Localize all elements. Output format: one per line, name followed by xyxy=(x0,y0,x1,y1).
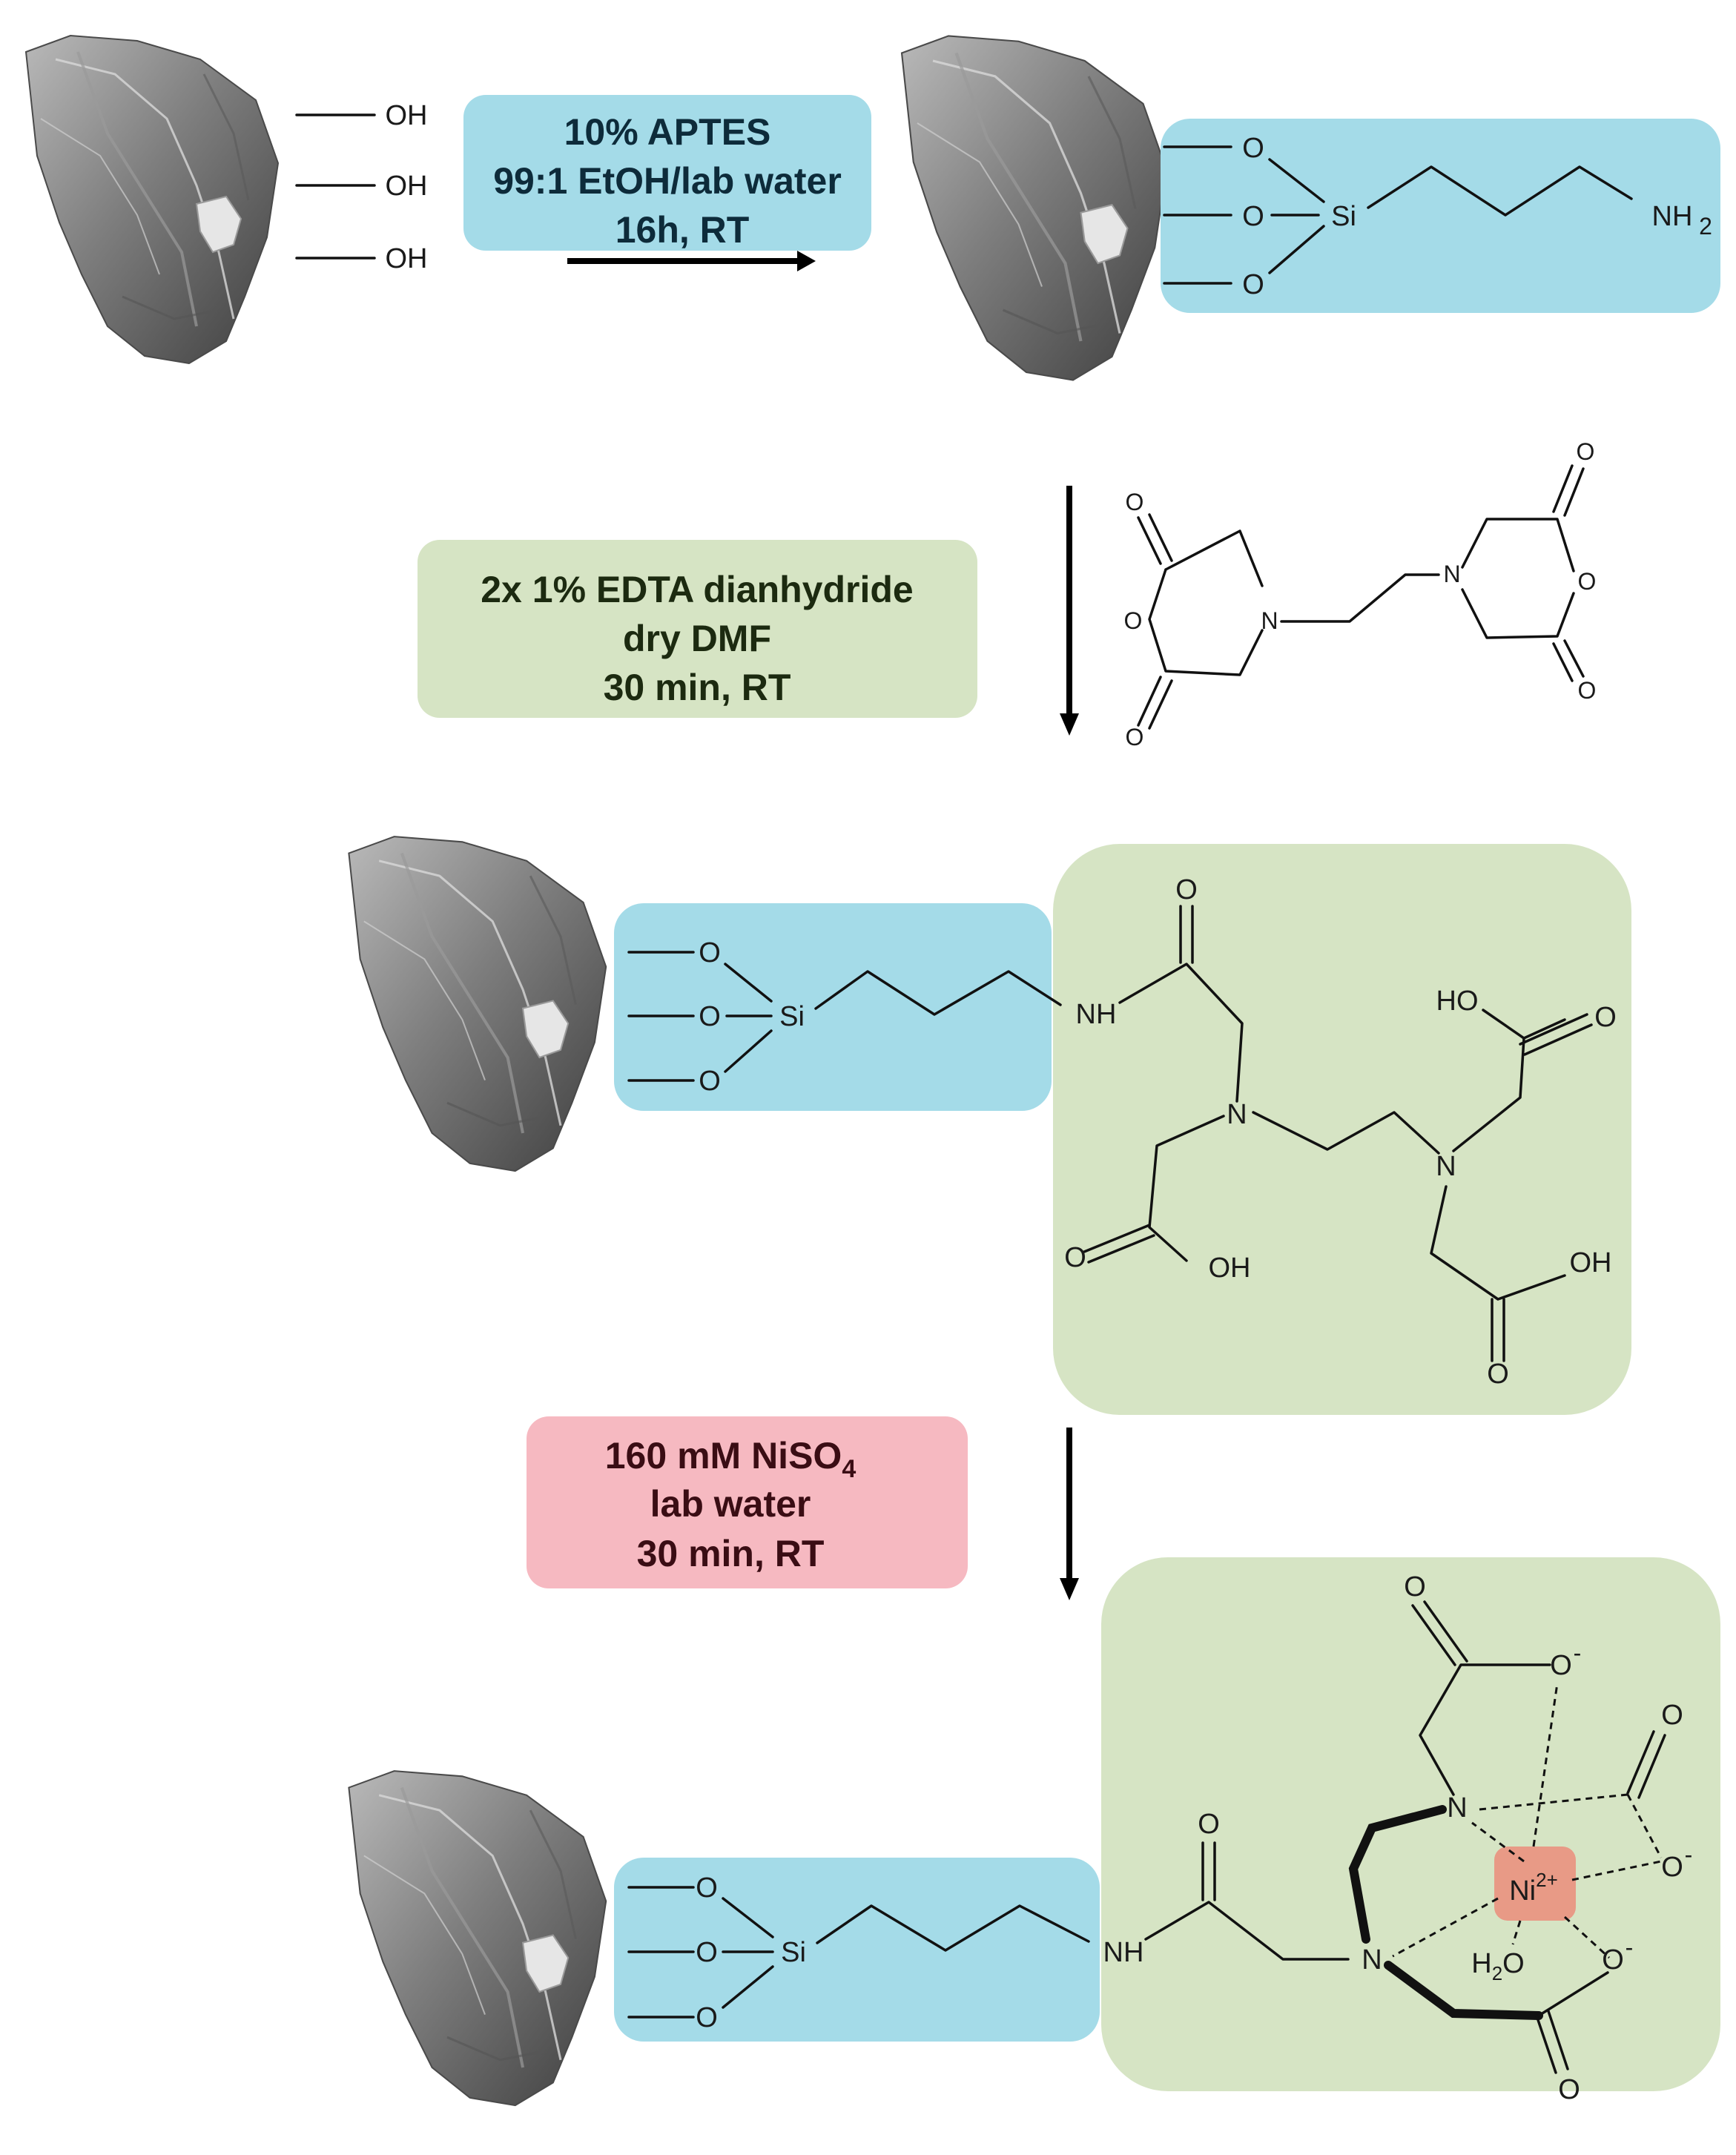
step-2-line-1: 2x 1% EDTA dianhydride xyxy=(481,569,913,610)
aptes-si: Si xyxy=(1331,201,1356,232)
chelate-chain-o-1: O xyxy=(696,1872,718,1904)
chelate-acetate-charge-3: - xyxy=(1626,1934,1634,1961)
step-3-line-2: lab water xyxy=(650,1483,811,1525)
chelate-n-lower: N xyxy=(1362,1944,1382,1976)
edta-chain-si: Si xyxy=(779,1001,805,1032)
chelate-acetate-charge-1: - xyxy=(1574,1640,1582,1666)
chelate-chain-o-2: O xyxy=(696,1937,718,1968)
edta-acid-o-3: O xyxy=(1487,1359,1509,1390)
edta-n-b: N xyxy=(1436,1151,1456,1182)
chelate-acetate-charge-2: - xyxy=(1685,1841,1693,1868)
hydroxyl-label-1: OH xyxy=(386,100,428,131)
ni-water: H2O xyxy=(1471,1948,1524,1984)
edta-o-4: O xyxy=(1577,438,1595,465)
aptes-structure: O O O Si NH 2 xyxy=(1163,133,1712,300)
edta-o-3: O xyxy=(1126,724,1144,750)
step-1-arrowhead xyxy=(797,251,816,271)
chelate-amide-o: O xyxy=(1198,1809,1220,1840)
chelate-amide: NH xyxy=(1103,1937,1144,1968)
step-3-arrow xyxy=(1060,1428,1079,1600)
chelate-acetate-om-1: O xyxy=(1550,1650,1572,1681)
edta-o-1: O xyxy=(1126,489,1144,515)
edta-amide: NH xyxy=(1076,999,1117,1030)
aptes-edta-structure: O O O Si NH O N O OH N O HO O OH xyxy=(627,874,1617,1390)
step-2-conditions: 2x 1% EDTA dianhydride dry DMF 30 min, R… xyxy=(418,540,977,718)
chelate-acetate-om-3: O xyxy=(1602,1944,1624,1976)
edta-n-a: N xyxy=(1227,1099,1247,1130)
chelate-acetate-o-1: O xyxy=(1404,1571,1426,1603)
chelate-n-upper: N xyxy=(1447,1792,1467,1824)
ni-ion-highlight xyxy=(1494,1847,1576,1921)
step-3-line-1-text: 160 mM NiSO xyxy=(605,1435,842,1476)
step-2-line-2: dry DMF xyxy=(623,618,771,659)
aptes-linker-box-3 xyxy=(614,1858,1100,2042)
chelate-acetate-o-3: O xyxy=(1558,2074,1580,2105)
edta-o-5: O xyxy=(1578,568,1597,595)
ni-water-o: O xyxy=(1502,1948,1525,1979)
edta-chain-o-2: O xyxy=(699,1001,721,1032)
chelate-acetate-o-2: O xyxy=(1661,1700,1683,1731)
aptes-o-1: O xyxy=(1242,133,1264,164)
ni-water-h: H xyxy=(1471,1948,1491,1979)
step-1-box xyxy=(463,95,871,251)
step-1-line-1: 10% APTES xyxy=(564,111,771,153)
edta-acid-oh-1: OH xyxy=(1209,1253,1251,1284)
edta-acid-o-2: O xyxy=(1594,1002,1617,1033)
edta-o-6: O xyxy=(1578,677,1597,704)
aptes-o-3: O xyxy=(1242,269,1264,300)
step-1-line-3: 16h, RT xyxy=(615,209,750,251)
edta-amide-o: O xyxy=(1175,874,1198,905)
chelate-chain-o-3: O xyxy=(696,2002,718,2033)
edta-chain-o-3: O xyxy=(699,1066,721,1097)
edta-acid-o-1: O xyxy=(1064,1242,1086,1273)
aptes-amine: NH xyxy=(1652,201,1693,232)
chelate-box xyxy=(1101,1557,1720,2091)
aptes-amine-sub: 2 xyxy=(1699,213,1712,240)
edta-n-2: N xyxy=(1443,561,1460,587)
ni-chelate-structure: O O O Si NH O N N O O - O O - xyxy=(627,1571,1693,2105)
edta-n-1: N xyxy=(1261,607,1278,634)
edta-o-2: O xyxy=(1124,607,1143,634)
step-2-line-3: 30 min, RT xyxy=(604,667,791,708)
step-1-conditions: 10% APTES 99:1 EtOH/lab water 16h, RT xyxy=(463,95,871,271)
ni-ion-label: Ni2+ xyxy=(1509,1869,1558,1907)
hydroxyl-label-2: OH xyxy=(386,171,428,202)
edta-acid-oh-2: OH xyxy=(1570,1247,1612,1278)
edta-box xyxy=(1053,844,1631,1415)
particle-start xyxy=(24,34,280,365)
aptes-linker-box-2 xyxy=(614,903,1052,1111)
edta-acid-ho: HO xyxy=(1436,986,1479,1017)
step-2-arrow xyxy=(1060,486,1079,736)
hydroxyl-label-3: OH xyxy=(386,243,428,274)
hydroxyl-groups: OH OH OH xyxy=(295,100,428,274)
particle-ni-chelate xyxy=(349,1771,606,2105)
ni-symbol: Ni xyxy=(1509,1875,1536,1907)
particle-edta xyxy=(349,836,606,1171)
chelate-chain-si: Si xyxy=(781,1937,806,1968)
step-3-conditions: 160 mM NiSO4 lab water 30 min, RT xyxy=(527,1416,968,1588)
ni-water-sub: 2 xyxy=(1492,1962,1502,1984)
step-3-line-1-sub: 4 xyxy=(842,1455,856,1483)
step-2-box xyxy=(418,540,977,718)
step-3-line-1: 160 mM NiSO4 xyxy=(605,1435,857,1483)
aptes-o-2: O xyxy=(1242,201,1264,232)
edta-dianhydride-structure: O O O N N O O O xyxy=(1124,438,1597,750)
particle-aptes xyxy=(902,36,1166,380)
chelate-acetate-om-2: O xyxy=(1661,1852,1683,1883)
ni-charge: 2+ xyxy=(1536,1869,1558,1891)
step-1-line-2: 99:1 EtOH/lab water xyxy=(493,160,842,202)
edta-chain-o-1: O xyxy=(699,937,721,968)
step-3-box xyxy=(527,1416,968,1588)
step-3-line-3: 30 min, RT xyxy=(637,1533,825,1574)
